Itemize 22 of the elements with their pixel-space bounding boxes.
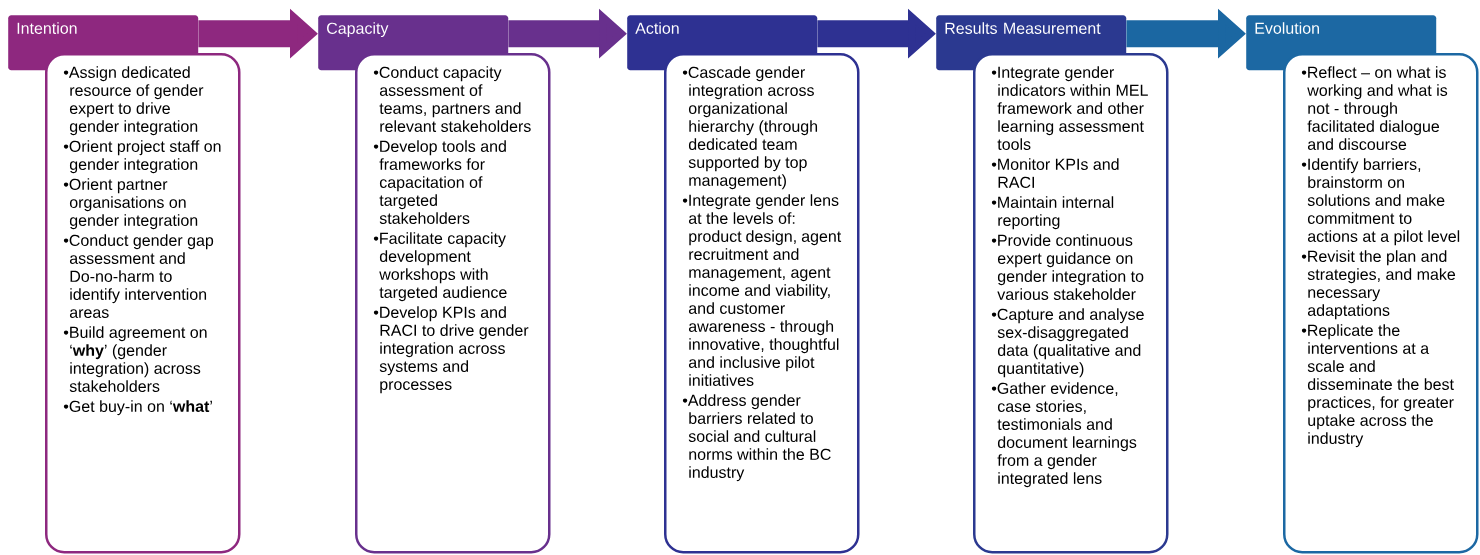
bullet-item: •Conduct gender gap assessment and Do-no-harm to identify intervention areas [63,234,214,318]
step-card [355,53,551,554]
bullet-item: •Address gender barriers related to social and cultural norms within the BC industry [682,394,831,482]
step-card [664,53,860,554]
bullet-item: •Orient partner organisations on gender integration [63,178,198,230]
bullet-item: •Revisit the plan and strategies, and make necessary adaptations [1301,250,1456,320]
bullet-item: •Facilitate capacity development workshops with targeted audience [373,232,507,302]
bullet-item: •Provide continuous expert guidance on gender integration to various stakeholder [991,234,1144,300]
bullet-item: •Maintain internal reporting [991,196,1114,230]
bullet-item: •Orient project staff on gender integration [63,140,221,174]
step-card [973,53,1169,554]
bullet-item: •Integrate gender lens at the levels of: product design, agent recruitment and management, agent income and viability, and customer awareness - through innovative, thoughtful and inclusive pilot initiatives [682,194,842,386]
bullet-item: •Develop KPIs and RACI to drive gender integration across systems and processes [373,306,529,394]
bullet-item: •Replicate the interventions at a scale and disseminate the best practices, for greater uptake across the industry [1301,324,1454,448]
bullet-item: •Get buy-in on ‘what’ [63,400,212,416]
bullet-item: •Gather evidence, case stories, testimonials and document learnings from a gender integrated lens [991,382,1137,488]
bullet-item: •Monitor KPIs and RACI [991,158,1119,188]
bullet-item: •Capture and analyse sex-disaggregated data (qualitative and quantitative) [991,308,1144,378]
bullet-item: •Identify barriers, brainstorm on solutions and make commitment to actions at a pilot level [1301,158,1460,246]
step-card [45,53,241,554]
step-card [1283,53,1479,554]
bullet-item: •Develop tools and frameworks for capacitation of targeted stakeholders [373,140,506,224]
